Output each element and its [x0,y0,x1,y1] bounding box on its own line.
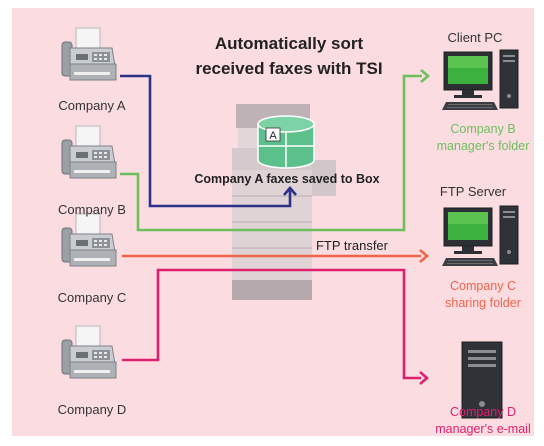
arrow-company-c [419,249,429,263]
fax-machine-icon [61,325,117,379]
sender-label-company-d: Company D [58,402,127,417]
box-letter: A [269,130,277,142]
server-computer-icon [441,205,519,267]
route-company-b [120,74,422,232]
arrow-company-d [419,371,429,385]
sender-label-company-c: Company C [58,290,127,305]
destination-heading-ftp-server: FTP Server [440,184,507,199]
destination-caption-d-line1: Company D [450,405,516,419]
route-company-d [122,268,421,380]
destination-caption-c-line1: Company C [450,279,516,293]
title-line-1: Automatically sort [215,34,364,53]
destination-caption-c-line2: sharing folder [445,296,521,310]
ftp-transfer-label: FTP transfer [316,238,389,253]
arrow-company-a [283,186,297,196]
desktop-computer-icon [441,49,519,111]
fax-machine-icon [61,213,117,267]
multifunction-printer-icon [232,104,336,300]
destination-caption-d-line2: manager's e-mail [435,422,530,436]
box-caption: Company A faxes saved to Box [194,172,379,186]
sender-label-company-a: Company A [58,98,126,113]
arrow-company-b [420,69,430,83]
fax-machine-icon [61,125,117,179]
fax-machine-icon [61,27,117,81]
sender-label-company-b: Company B [58,202,126,217]
title-line-2: received faxes with TSI [195,59,382,78]
destination-caption-b-line2: manager's folder [437,139,530,153]
tower-server-icon [461,341,503,419]
box-storage-icon: A [257,115,315,169]
route-company-a [120,74,292,208]
destination-caption-b-line1: Company B [450,122,515,136]
destination-heading-client-pc: Client PC [448,30,503,45]
